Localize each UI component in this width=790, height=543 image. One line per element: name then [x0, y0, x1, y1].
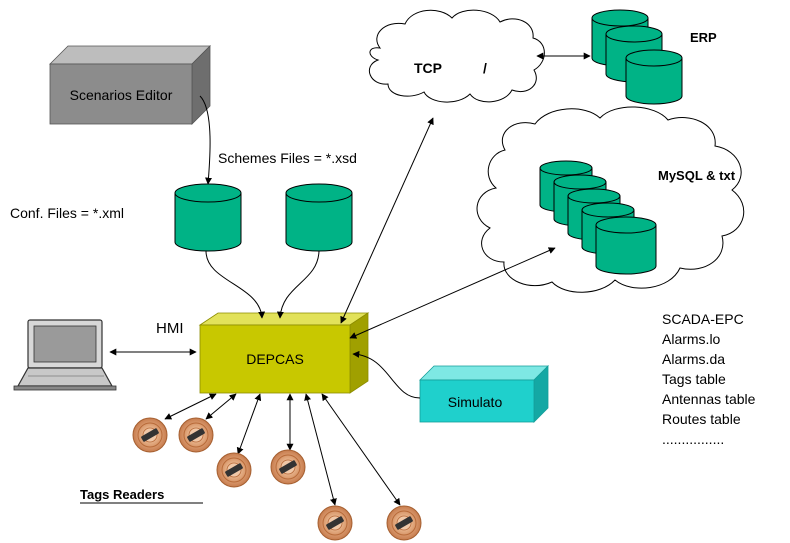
- db-table-item: SCADA-EPC: [662, 311, 744, 327]
- tcp-label: TCP: [414, 60, 442, 76]
- rfid-tag-icon: [317, 505, 353, 541]
- db-table-item: Routes table: [662, 411, 741, 427]
- db-table-item: Antennas table: [662, 391, 756, 407]
- rfid-tag-icon: [216, 452, 252, 488]
- mysql-database-stack: [539, 160, 657, 275]
- tcp-link-arrow: [340, 117, 434, 324]
- depcas-label: DEPCAS: [246, 351, 304, 367]
- hmi-label: HMI: [156, 320, 184, 337]
- rfid-tags: [132, 417, 422, 541]
- simulator-box: Simulato: [419, 365, 549, 423]
- rfid-tag-icon: [270, 449, 306, 485]
- editor-to-conf-arrow: [199, 95, 213, 185]
- conf-files-cylinder: [174, 183, 242, 252]
- depcas-box: DEPCAS: [198, 312, 370, 394]
- reader-link-arrow: [236, 393, 262, 455]
- laptop-icon: [13, 319, 117, 391]
- mysql-label: MySQL & txt: [658, 168, 736, 183]
- simulator-label: Simulato: [448, 394, 503, 410]
- reader-link-arrow: [321, 393, 401, 506]
- schemes-files-label: Schemes Files = *.xsd: [218, 150, 357, 166]
- db-table-item: Alarms.da: [662, 351, 725, 367]
- mysql-link-arrow: [349, 247, 556, 339]
- tcp-slash-label: /: [483, 60, 487, 76]
- db-table-item: Alarms.lo: [662, 331, 721, 347]
- rfid-tag-icon: [178, 417, 214, 453]
- erp-database-stack: [591, 9, 683, 105]
- scheme-to-depcas-arrow: [276, 250, 320, 319]
- scheme-files-cylinder: [285, 183, 353, 252]
- tags-readers-label: Tags Readers: [80, 487, 164, 502]
- tcp-cloud: [368, 9, 545, 103]
- conf-files-label: Conf. Files = *.xml: [10, 205, 124, 221]
- conf-to-depcas-arrow: [205, 250, 266, 319]
- erp-label: ERP: [690, 30, 717, 45]
- rfid-tag-icon: [132, 417, 168, 453]
- db-tables-list: SCADA-EPC Alarms.lo Alarms.da Tags table…: [662, 311, 756, 447]
- db-table-item: ................: [662, 431, 724, 447]
- reader-link-arrow: [205, 393, 237, 420]
- connectors: [109, 52, 591, 506]
- scenarios-editor-label: Scenarios Editor: [70, 87, 173, 103]
- scenarios-editor-box: Scenarios Editor: [49, 45, 211, 125]
- simulator-to-depcas-arrow: [352, 350, 421, 399]
- reader-link-arrow: [304, 393, 337, 506]
- rfid-tag-icon: [386, 505, 422, 541]
- db-table-item: Tags table: [662, 371, 726, 387]
- reader-link-arrow: [164, 393, 217, 420]
